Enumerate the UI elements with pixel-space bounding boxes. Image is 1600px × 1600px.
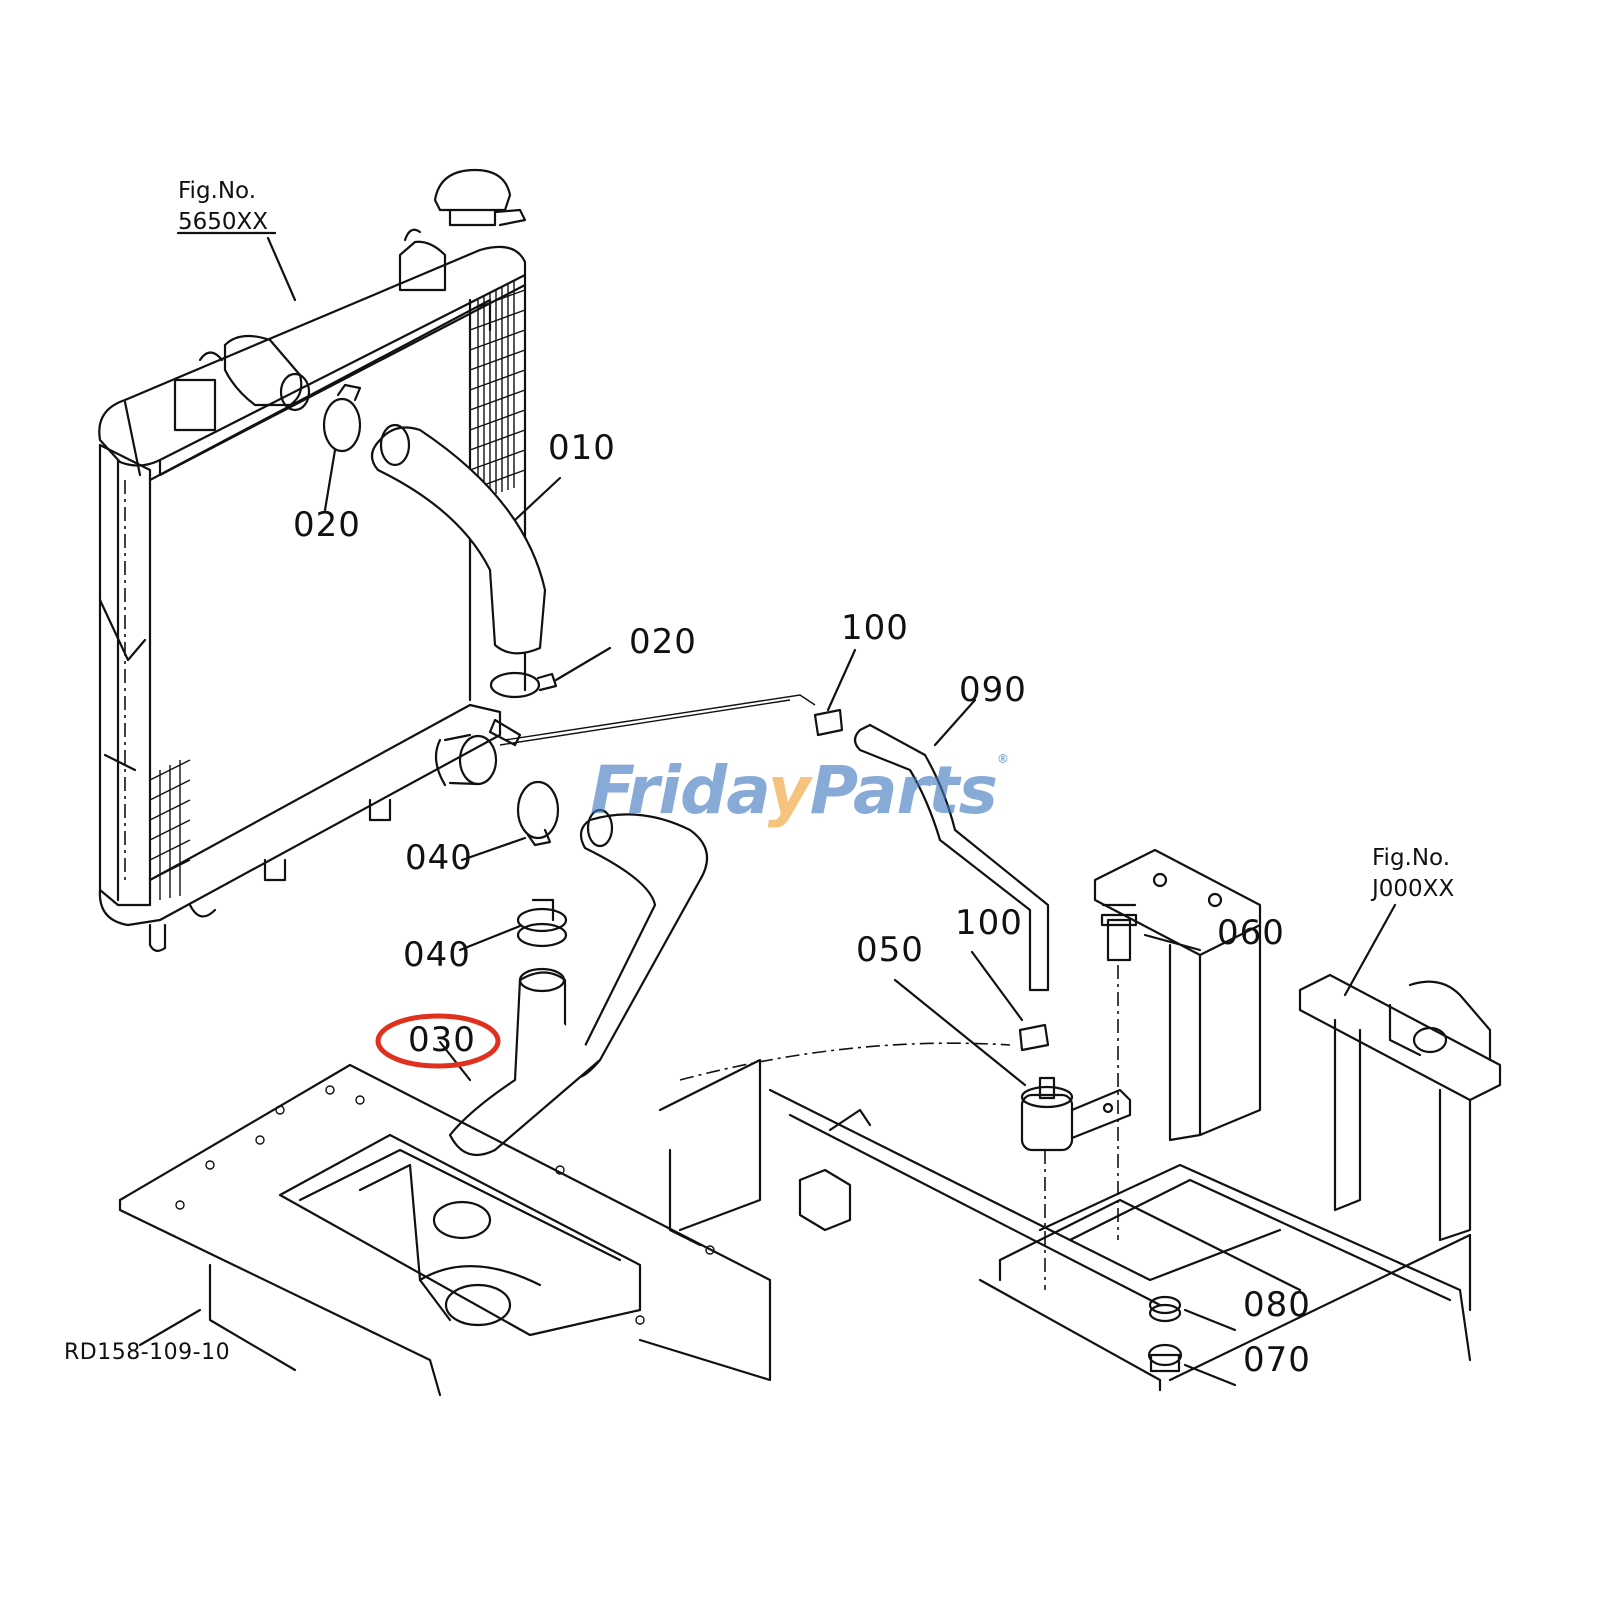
watermark-part1: Friday xyxy=(590,752,811,829)
callout-080: 080 xyxy=(1243,1285,1311,1325)
callout-010: 010 xyxy=(548,428,616,468)
watermark-mark: ® xyxy=(996,752,1009,766)
callout-070: 070 xyxy=(1243,1340,1311,1380)
reserve-tank xyxy=(893,978,1132,1290)
overflow-hose xyxy=(853,723,1050,992)
callout-020-a: 020 xyxy=(293,505,361,545)
watermark-part2: Parts xyxy=(809,752,998,829)
fig-ref-frame-line1: Fig.No. xyxy=(1372,845,1451,871)
callout-060: 060 xyxy=(1217,913,1285,953)
callout-040-a: 040 xyxy=(405,838,473,878)
chassis xyxy=(118,903,1502,1397)
fig-ref-radiator-line2: 5650XX xyxy=(178,209,269,235)
callout-040-b: 040 xyxy=(403,935,471,975)
highlight-circle xyxy=(375,1013,501,1069)
fig-ref-radiator-line1: Fig.No. xyxy=(178,178,257,204)
callout-050: 050 xyxy=(856,930,924,970)
upper-hose xyxy=(370,426,547,655)
callout-020-b: 020 xyxy=(629,622,697,662)
callout-030: 030 xyxy=(408,1020,476,1060)
drawing-number: RD158-109-10 xyxy=(64,1340,231,1365)
fig-ref-frame: Fig.No. J000XX xyxy=(1372,843,1454,905)
radiator xyxy=(98,168,527,952)
bracket xyxy=(1093,848,1262,1142)
callout-100-b: 100 xyxy=(955,903,1023,943)
fig-ref-frame-line2: J000XX xyxy=(1372,876,1455,902)
watermark-logo: FridayParts® xyxy=(590,752,1009,829)
fig-ref-radiator: Fig.No. 5650XX xyxy=(178,176,268,238)
callout-090: 090 xyxy=(959,670,1027,710)
callout-100-a: 100 xyxy=(841,608,909,648)
lower-hose xyxy=(518,813,709,1107)
